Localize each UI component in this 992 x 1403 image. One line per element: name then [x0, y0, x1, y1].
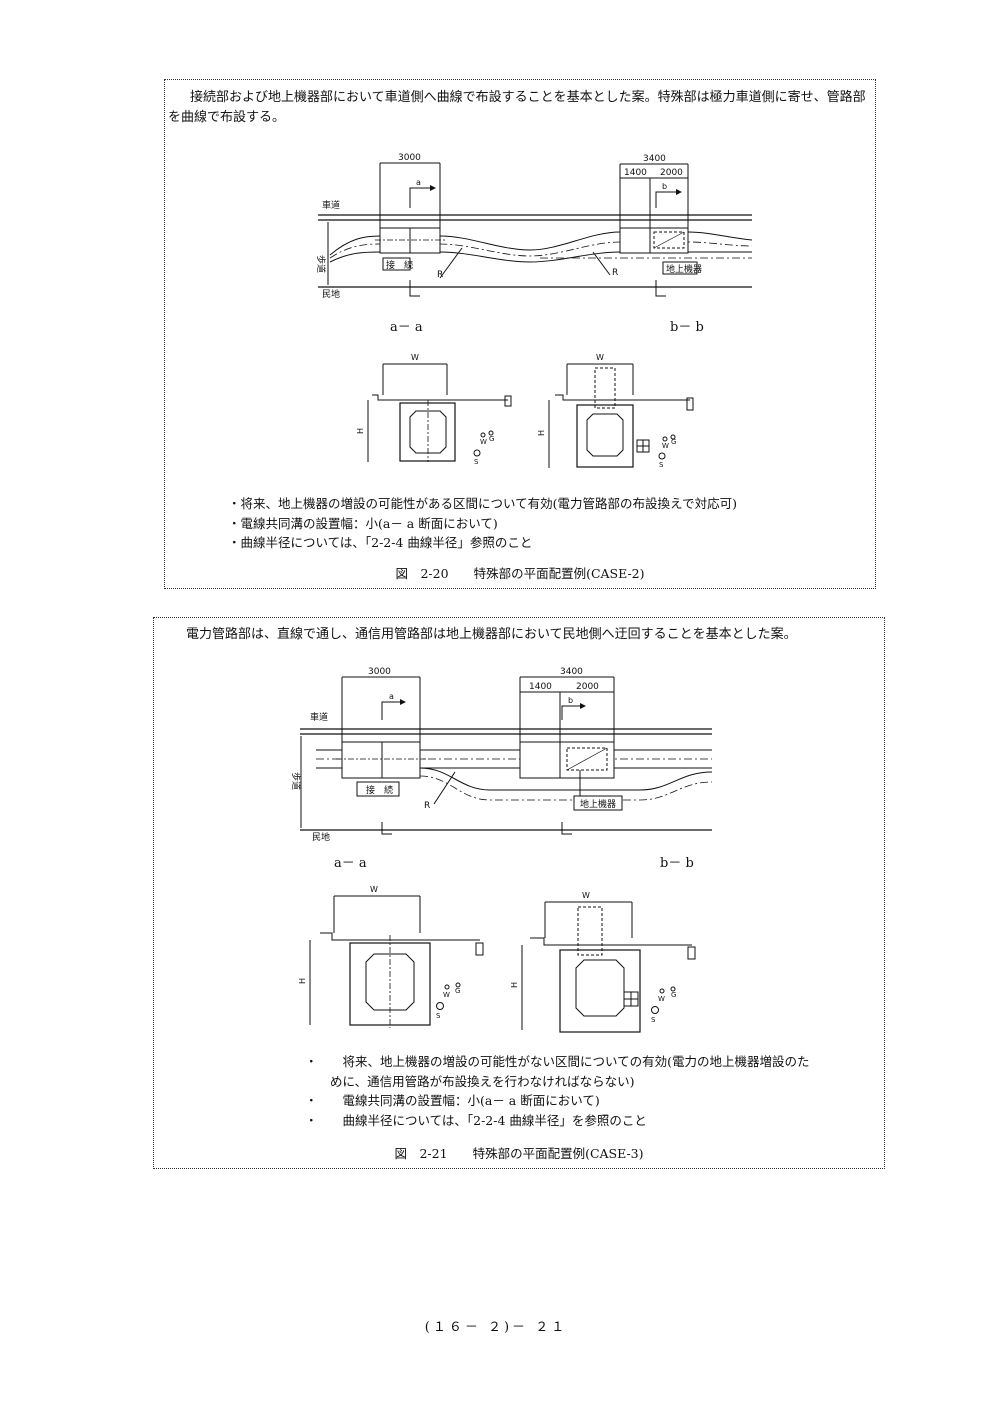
fig2-sec-dim-h-right: H [510, 982, 519, 988]
fig1-bullet-2: ・電線共同溝の設置幅：小(a－ a 断面において) [228, 515, 498, 531]
fig2-bullet-list: ・ 将来、地上機器の増設の可能性がない区間についての有効(電力の地上機器増設のた… [305, 1052, 810, 1130]
fig1-sec-g-right: G [671, 438, 676, 446]
fig1-dim-1400: 1400 [624, 168, 647, 178]
fig2-sec-g-right: G [671, 991, 676, 999]
fig2-label-equipment: 地上機器 [580, 798, 616, 810]
fig2-sec-dim-w-left: W [370, 885, 378, 894]
fig1-bullet-1: ・将来、地上機器の増設の可能性がある区間について有効(電力管路部の布設換えで対応… [228, 496, 738, 511]
fig1-label-r2: R [612, 268, 618, 278]
fig2-caption: 図 2-21 特殊部の平面配置例(CASE-3) [394, 1146, 644, 1161]
fig2-section-b-label: b－ b [660, 856, 694, 871]
fig2-dim-2000: 2000 [576, 682, 599, 692]
fig2-label-r: R [424, 801, 430, 811]
fig1-label-sidewalk: 歩道 [315, 255, 327, 273]
fig1-section-b-label: b－ b [670, 320, 704, 335]
fig1-sec-dim-h-left: H [356, 428, 365, 434]
fig2-label-private: 民地 [312, 831, 330, 843]
fig1-dim-3400: 3400 [643, 154, 666, 164]
fig1-label-equipment: 地上機器 [666, 263, 702, 275]
fig2-arrow-b: b [568, 696, 573, 705]
figure-2-20-frame [164, 79, 876, 589]
fig2-label-sidewalk: 歩道 [290, 772, 302, 790]
fig2-sec-s-right: S [651, 1016, 656, 1024]
fig1-label-joint: 接 続 [386, 259, 413, 271]
fig1-sec-w-right: W [662, 442, 669, 450]
fig1-bullet-3: ・曲線半径については、「2-2-4 曲線半径」参照のこと [228, 535, 533, 550]
fig1-arrow-b: b [662, 182, 667, 191]
fig2-sec-s-left: S [436, 1012, 441, 1020]
fig1-section-a-label: a－ a [390, 320, 423, 335]
fig1-label-road: 車道 [322, 199, 340, 211]
fig2-bullet-1: ・ 将来、地上機器の増設の可能性がない区間についての有効(電力の地上機器増設のた [305, 1054, 810, 1069]
fig2-bullet-3: ・ 曲線半径については、「2-2-4 曲線半径」を参照のこと [305, 1112, 647, 1128]
fig1-sec-s-left: S [474, 458, 479, 466]
fig2-label-joint: 接 続 [366, 784, 393, 796]
fig2-sec-w-right: W [658, 995, 665, 1003]
fig2-intro: 電力管路部は、直線で通し、通信用管路部は地上機器部において民地側へ迂回することを… [186, 627, 797, 642]
fig1-sec-s-right: S [659, 461, 664, 469]
fig2-sec-dim-h-left: H [298, 978, 307, 984]
fig1-intro: 接続部および地上機器部において車道側へ曲線で布設することを基本とした案。特殊部は… [168, 90, 866, 125]
fig1-sec-dim-h-right: H [537, 430, 546, 436]
fig2-bullet-2: ・ 電線共同溝の設置幅：小(a－ a 断面において) [305, 1093, 600, 1108]
fig1-arrow-a: a [416, 178, 421, 187]
fig2-section-a-label: a－ a [334, 856, 367, 871]
fig2-bullet-1-cont: めに、通信用管路が布設換えを行わなければならない) [305, 1073, 635, 1089]
page-number: (１６－ ２)－ ２１ [424, 1320, 568, 1335]
fig1-dim-2000: 2000 [660, 168, 683, 178]
fig2-dim-3400: 3400 [560, 667, 583, 677]
fig2-sec-dim-w-right: W [582, 891, 590, 900]
fig1-label-private: 民地 [322, 288, 340, 300]
fig1-dim-3000: 3000 [398, 153, 421, 163]
fig1-sec-w-left: W [480, 438, 487, 446]
fig2-dim-1400: 1400 [529, 682, 552, 692]
fig1-bullet-list: ・将来、地上機器の増設の可能性がある区間について有効(電力管路部の布設換えで対応… [228, 494, 737, 553]
fig1-sec-dim-w-left: W [411, 353, 419, 362]
fig1-sec-dim-w-right: W [596, 353, 604, 362]
fig2-arrow-a: a [389, 692, 394, 701]
figure-2-21-frame [153, 617, 885, 1169]
fig2-label-road: 車道 [310, 711, 328, 723]
fig2-dim-3000: 3000 [368, 667, 391, 677]
fig1-label-r1: R [437, 270, 443, 280]
fig2-sec-w-left: W [443, 991, 450, 999]
fig2-sec-g-left: G [455, 987, 460, 995]
fig1-caption: 図 2-20 特殊部の平面配置例(CASE-2) [395, 566, 645, 581]
fig1-sec-g-left: G [489, 435, 494, 443]
